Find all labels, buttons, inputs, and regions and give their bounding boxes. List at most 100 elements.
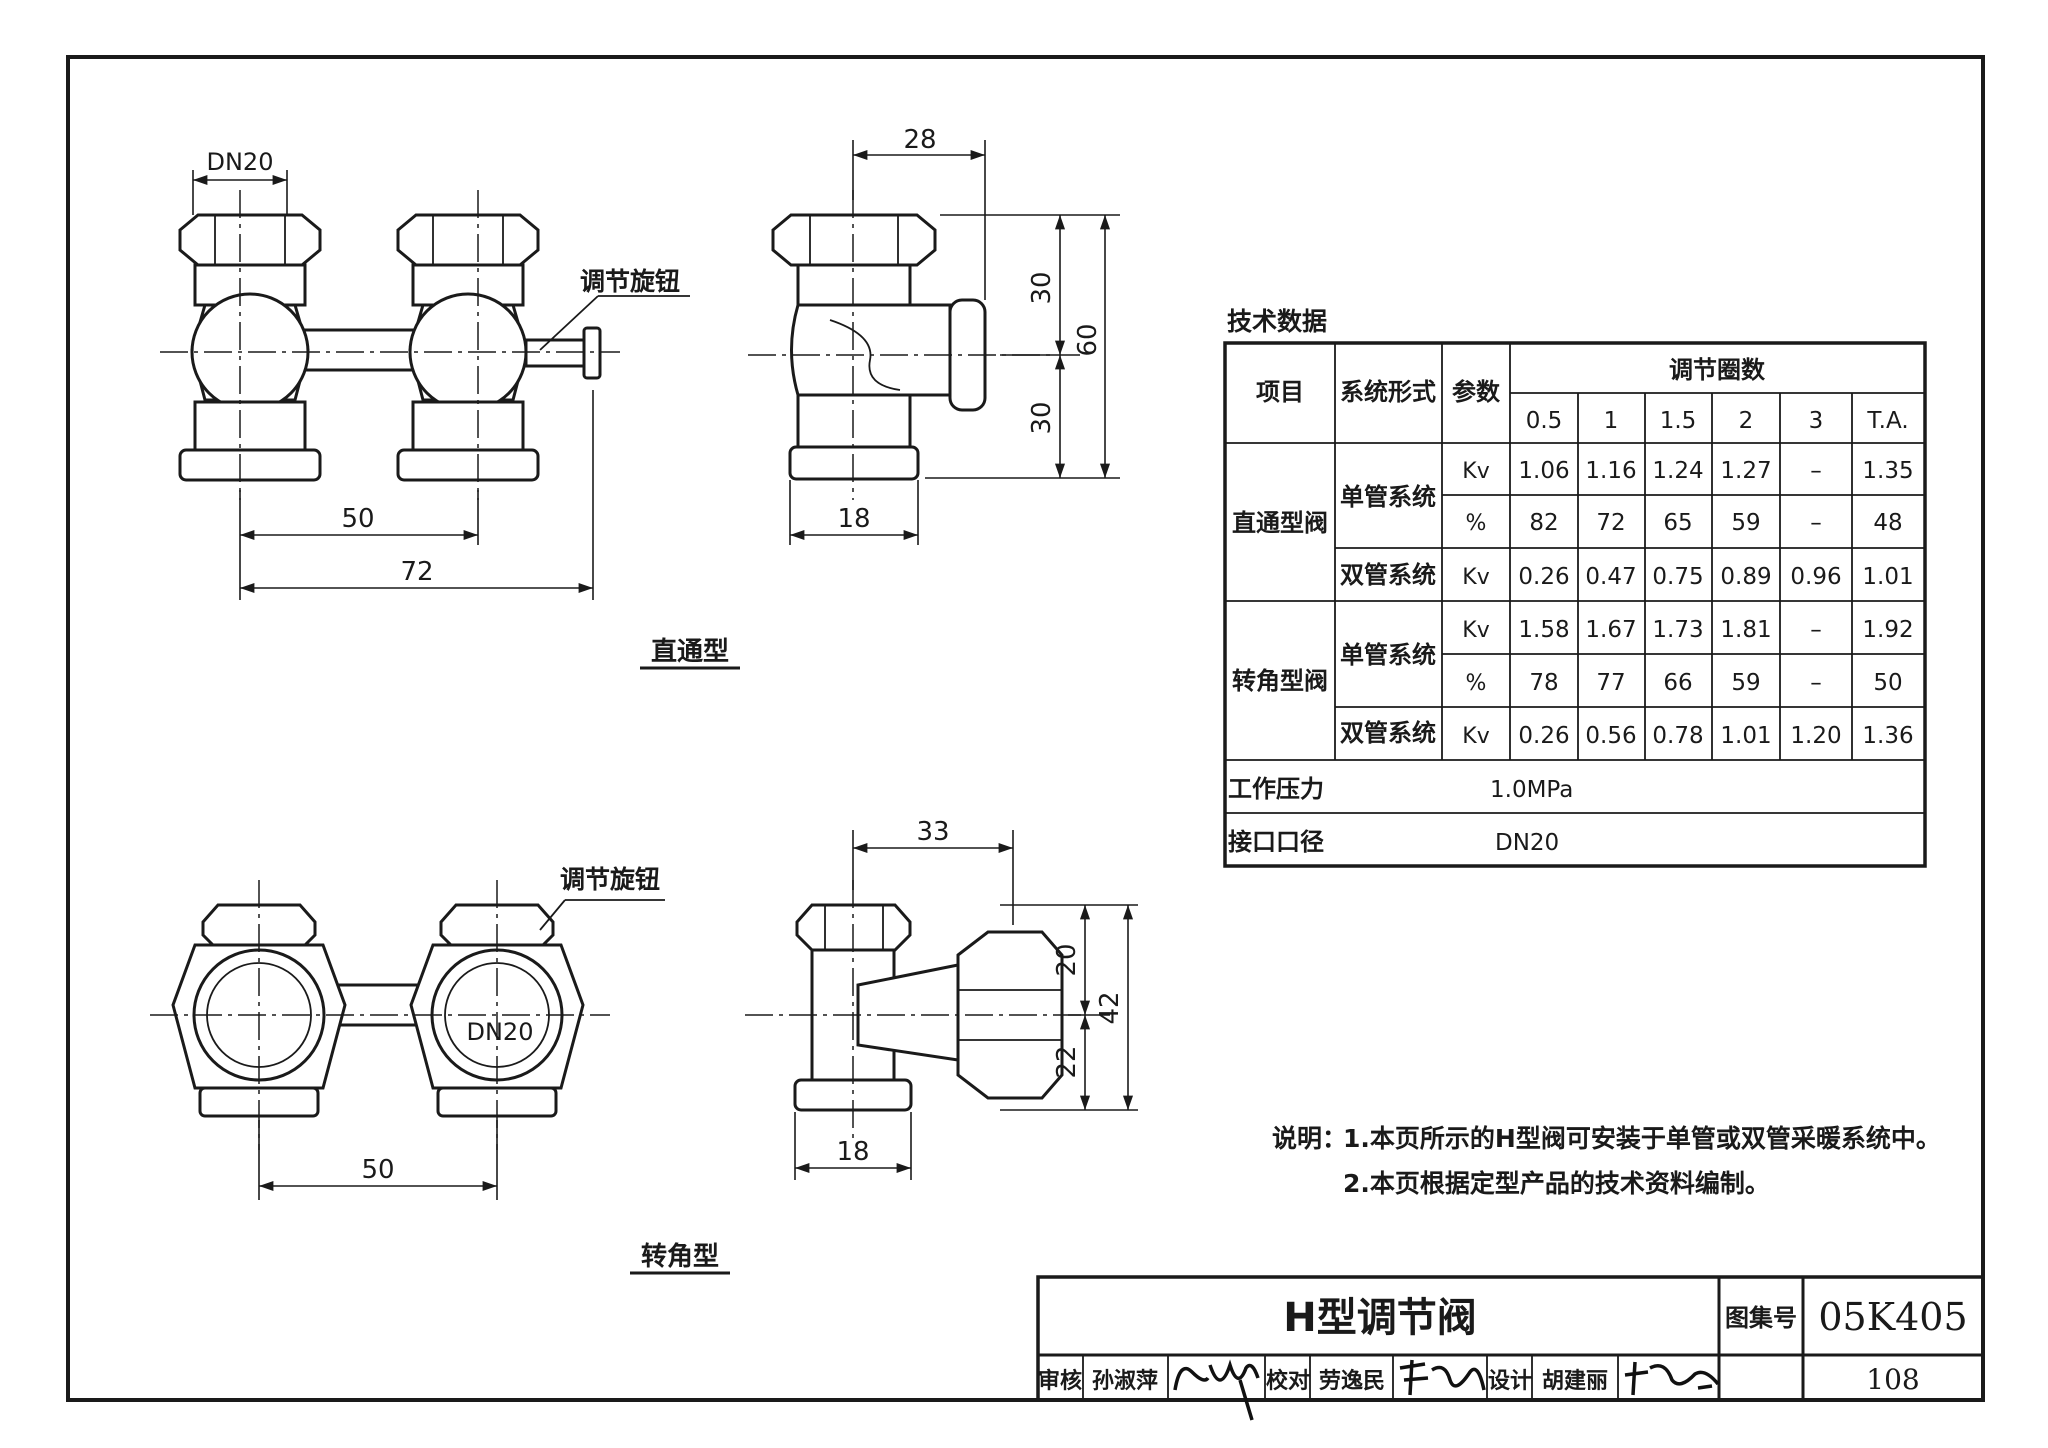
angle-dim-height: 42	[1095, 991, 1125, 1024]
row-param: %	[1466, 671, 1487, 696]
cell: 1.16	[1585, 458, 1636, 484]
cell: 48	[1873, 510, 1902, 536]
table-row: Kv 0.26 0.47 0.75 0.89 0.96 1.01	[1462, 564, 1913, 590]
row-param: %	[1466, 511, 1487, 536]
row-system: 双管系统	[1340, 719, 1436, 747]
angle-dim-port: DN20	[467, 1018, 534, 1046]
cell: 1.06	[1518, 458, 1569, 484]
cell: 50	[1873, 670, 1902, 696]
cell: –	[1810, 670, 1822, 696]
tech-title: 技术数据	[1227, 307, 1327, 336]
row-system: 单管系统	[1340, 483, 1436, 511]
reviewer-signature	[1173, 1359, 1260, 1421]
cell: 59	[1731, 670, 1760, 696]
straight-dim-overall: 72	[400, 557, 433, 587]
straight-dim-upper: 30	[1027, 271, 1057, 304]
group-name: 直通型阀	[1232, 509, 1328, 537]
th-turn: 0.5	[1526, 408, 1563, 434]
th-turn: 1.5	[1660, 408, 1697, 434]
cell: 0.89	[1720, 564, 1771, 590]
th-turn: 2	[1739, 408, 1754, 434]
straight-front-view	[160, 190, 690, 500]
row-param: Kv	[1462, 618, 1489, 643]
angle-dim-depth: 33	[916, 817, 949, 847]
atlas-number: 05K405	[1818, 1295, 1967, 1339]
cell: 0.96	[1790, 564, 1841, 590]
sheet-frame	[66, 55, 1985, 1402]
cell: 1.20	[1790, 723, 1841, 749]
straight-dim-base: 18	[837, 504, 870, 534]
cell: 0.75	[1652, 564, 1703, 590]
straight-dim-lower: 30	[1027, 401, 1057, 434]
th-item: 项目	[1256, 378, 1304, 406]
atlas-label: 图集号	[1725, 1304, 1797, 1332]
review-label: 审核	[1038, 1368, 1082, 1394]
cell: 78	[1529, 670, 1558, 696]
page-number: 108	[1866, 1363, 1919, 1396]
pressure-value: 1.0MPa	[1490, 777, 1573, 803]
cell: 59	[1731, 510, 1760, 536]
angle-knob-label: 调节旋钮	[560, 865, 660, 894]
cell: –	[1810, 617, 1822, 643]
checker-signature	[1399, 1359, 1486, 1396]
angle-side-dims	[794, 830, 1138, 1180]
straight-dim-port: DN20	[207, 148, 274, 176]
row-param: Kv	[1462, 724, 1489, 749]
bore-label: 接口口径	[1228, 828, 1324, 856]
th-turn: T.A.	[1866, 408, 1908, 434]
angle-caption: 转角型	[641, 1241, 719, 1272]
row-param: Kv	[1462, 565, 1489, 590]
cell: 0.26	[1518, 723, 1569, 749]
table-row: % 78 77 66 59 – 50	[1466, 670, 1903, 696]
cell: –	[1810, 510, 1822, 536]
cell: –	[1810, 458, 1822, 484]
bore-value: DN20	[1495, 830, 1559, 856]
table-row: Kv 1.06 1.16 1.24 1.27 – 1.35	[1462, 458, 1913, 484]
notes-prefix: 说明：	[1272, 1124, 1347, 1153]
cell: 65	[1663, 510, 1692, 536]
cell: 1.01	[1720, 723, 1771, 749]
check-label: 校对	[1266, 1368, 1310, 1394]
cell: 1.36	[1862, 723, 1913, 749]
th-turns: 调节圈数	[1669, 356, 1766, 384]
cell: 0.56	[1585, 723, 1636, 749]
designer-signature	[1624, 1361, 1720, 1396]
angle-side-view	[745, 880, 1085, 1140]
cell: 82	[1529, 510, 1558, 536]
angle-dim-upper: 20	[1052, 943, 1082, 976]
cell: 1.35	[1862, 458, 1913, 484]
th-system: 系统形式	[1340, 378, 1436, 406]
straight-side-dims	[789, 140, 1120, 545]
pressure-label: 工作压力	[1228, 775, 1324, 803]
angle-dim-spacing: 50	[361, 1155, 394, 1185]
th-turn: 1	[1604, 408, 1619, 434]
cell: 77	[1596, 670, 1625, 696]
cell: 66	[1663, 670, 1692, 696]
cell: 0.26	[1518, 564, 1569, 590]
cell: 0.47	[1585, 564, 1636, 590]
straight-caption: 直通型	[651, 637, 729, 667]
th-turn: 3	[1809, 408, 1824, 434]
note-item: 1.本页所示的H型阀可安装于单管或双管采暖系统中。	[1343, 1124, 1941, 1153]
th-param: 参数	[1452, 378, 1501, 406]
cell: 1.67	[1585, 617, 1636, 643]
angle-front-dims	[258, 1120, 498, 1200]
straight-knob-label: 调节旋钮	[580, 267, 680, 296]
row-param: Kv	[1462, 459, 1489, 484]
straight-front-dims	[192, 170, 594, 600]
angle-dim-lower: 22	[1052, 1045, 1082, 1078]
straight-side-view	[748, 190, 1055, 500]
straight-dim-depth: 28	[903, 125, 936, 155]
group-name: 转角型阀	[1232, 667, 1328, 695]
drawing-title: H型调节阀	[1283, 1295, 1476, 1341]
cell: 1.27	[1720, 458, 1771, 484]
cell: 1.92	[1862, 617, 1913, 643]
cell: 1.73	[1652, 617, 1703, 643]
cell: 1.58	[1518, 617, 1569, 643]
reviewer-name: 孙淑萍	[1092, 1369, 1158, 1394]
designer-name: 胡建丽	[1542, 1369, 1608, 1394]
table-row: Kv 1.58 1.67 1.73 1.81 – 1.92	[1462, 617, 1913, 643]
table-row: Kv 0.26 0.56 0.78 1.01 1.20 1.36	[1462, 723, 1913, 749]
cell: 0.78	[1652, 723, 1703, 749]
